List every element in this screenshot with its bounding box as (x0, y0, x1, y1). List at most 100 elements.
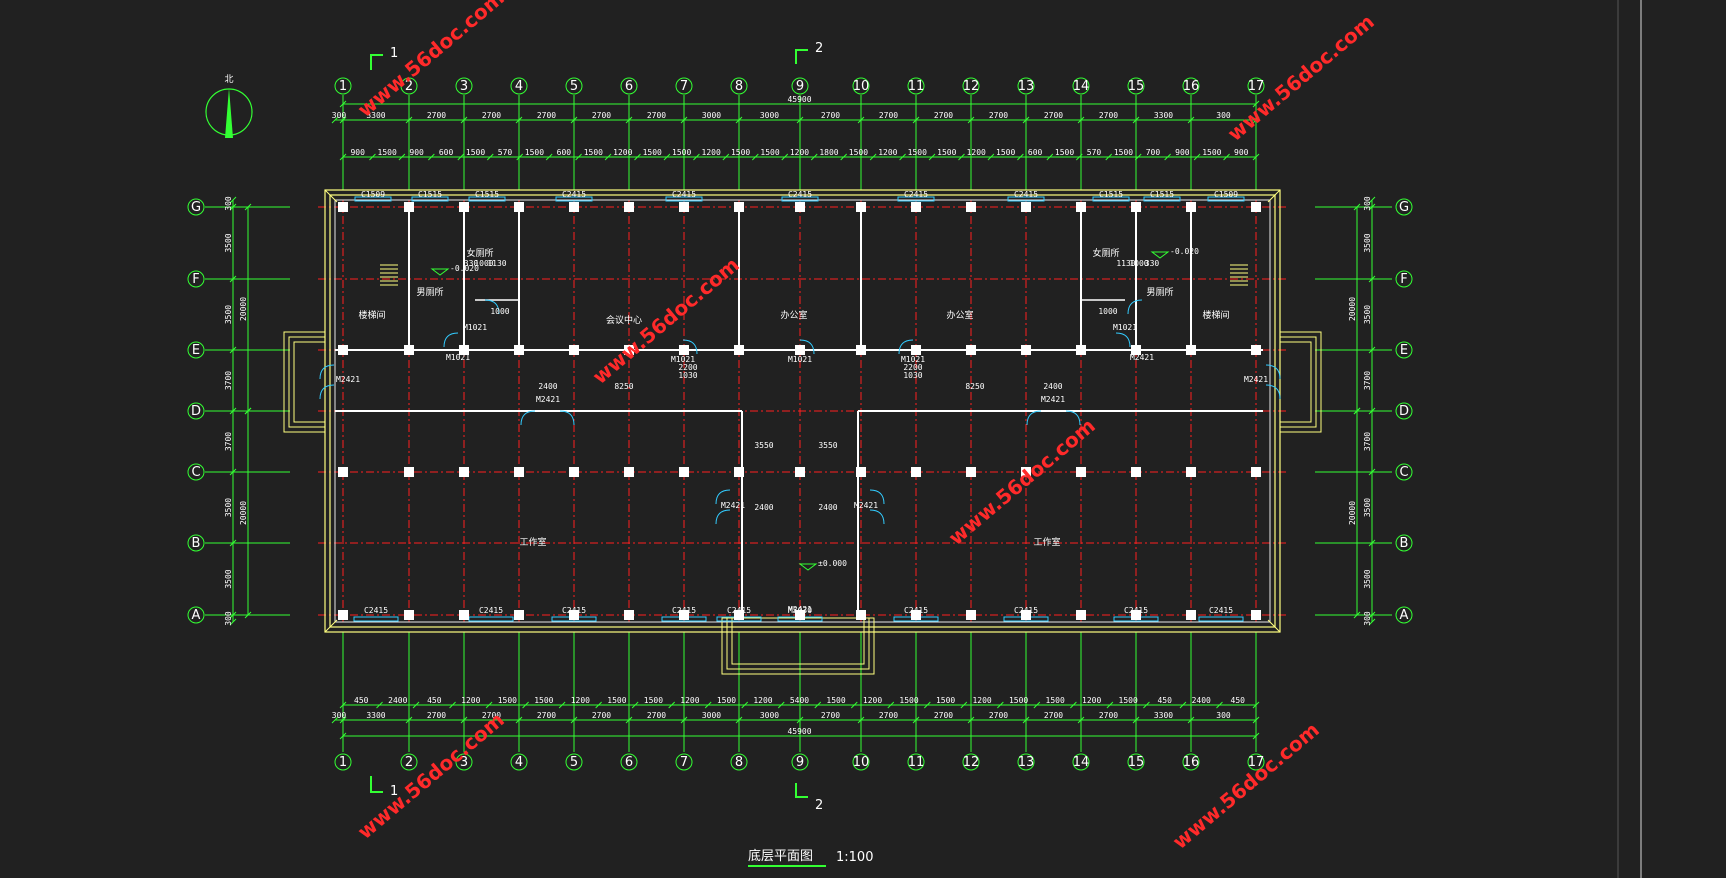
dim-top-bays-text: 2700 (821, 111, 840, 120)
window-label-top: C1515 (418, 190, 442, 199)
dim-bottom-openings-text: 1500 (717, 696, 736, 705)
section-mark-1-top: 1 (390, 46, 398, 61)
dim-bottom-openings-text: 450 (427, 696, 442, 705)
door-swing (443, 332, 459, 348)
window-label-top: C1509 (1214, 190, 1238, 199)
window-label-top: C1509 (361, 190, 385, 199)
side-entrance-steps (293, 341, 326, 423)
dim-bottom-openings-text: 1500 (826, 696, 845, 705)
grid-bubble-row (1395, 402, 1413, 420)
grid-label-column: 14 (1073, 755, 1090, 770)
dim-bottom-bays-text: 3000 (702, 711, 721, 720)
door-swing (869, 509, 885, 525)
drawing-scale: 1:100 (836, 850, 873, 865)
inner-dimension: 1130 (487, 259, 506, 268)
window-label-bottom: C2415 (562, 606, 586, 615)
inner-dimension: 1030 (903, 371, 922, 380)
dim-top-openings-text: 1500 (760, 148, 779, 157)
window-top (1007, 196, 1045, 202)
inner-dimension: 1000 (1129, 259, 1148, 268)
dim-top-bays-text: 2700 (1044, 111, 1063, 120)
elevation-mark-icon (430, 268, 450, 276)
window-top (354, 196, 392, 202)
grid-label-column: 8 (735, 755, 743, 770)
window-label-bottom: C2415 (904, 606, 928, 615)
grid-bubble-column (565, 753, 583, 771)
window-label-top: C1515 (475, 190, 499, 199)
grid-label-column: 4 (515, 755, 523, 770)
dim-bottom-openings-text: 1200 (972, 696, 991, 705)
structural-column (734, 345, 744, 355)
exterior-wall (329, 194, 1276, 628)
grid-bubble-column (1182, 77, 1200, 95)
structural-column (856, 467, 866, 477)
door-swing (799, 339, 815, 355)
grid-label-row: B (1400, 536, 1409, 551)
structural-column (459, 610, 469, 620)
window-label-bottom: M5030 (788, 606, 812, 615)
grid-label-column: 15 (1128, 755, 1145, 770)
window-top (555, 196, 593, 202)
structural-column (734, 610, 744, 620)
structural-column (1186, 202, 1196, 212)
grid-label-column: 11 (908, 755, 925, 770)
grid-label-column: 17 (1248, 79, 1265, 94)
grid-label-row: G (1399, 200, 1409, 215)
window-top (665, 196, 703, 202)
dim-top-openings-text: 1200 (613, 148, 632, 157)
structural-column (734, 467, 744, 477)
window-top (411, 196, 449, 202)
structural-column (911, 345, 921, 355)
grid-label-column: 12 (963, 79, 980, 94)
structural-column (338, 202, 348, 212)
dim-left-text: 3500 (224, 305, 233, 324)
structural-column (404, 467, 414, 477)
door-label: M2421 (854, 501, 878, 510)
dim-left-text: 3700 (224, 371, 233, 390)
grid-bubble-column (1182, 753, 1200, 771)
grid-label-column: 3 (460, 755, 468, 770)
grid-label-row: D (191, 404, 201, 419)
structural-column (911, 467, 921, 477)
grid-bubble-row (187, 463, 205, 481)
grid-label-column: 14 (1073, 79, 1090, 94)
door-swing (1265, 364, 1281, 380)
room-label: 工作室 (519, 536, 546, 548)
dim-bottom-total-text: 45900 (787, 727, 811, 736)
window-top (1092, 196, 1130, 202)
structural-column (1021, 345, 1031, 355)
door-swing (715, 489, 731, 505)
dim-bottom-bays-text: 2700 (427, 711, 446, 720)
dim-bottom-openings-text: 1500 (1009, 696, 1028, 705)
dim-bottom-openings-text: 1200 (1082, 696, 1101, 705)
dim-left-text: 3500 (224, 233, 233, 252)
grid-bubble-column (510, 753, 528, 771)
grid-bubble-column (455, 753, 473, 771)
structural-column (514, 467, 524, 477)
door-swing (898, 339, 914, 355)
dim-bottom-bays-text: 300 (1216, 711, 1231, 720)
dim-top-bays-text: 2700 (989, 111, 1008, 120)
grid-label-row: F (192, 272, 199, 287)
structural-column (514, 202, 524, 212)
dim-left-total-text: 20000 (239, 297, 248, 321)
dim-right-total-text: 20000 (1348, 297, 1357, 321)
dim-top-openings-text: 700 (1146, 148, 1161, 157)
door-swing (1115, 332, 1131, 348)
room-label: 楼梯间 (358, 309, 385, 321)
dim-bottom-openings-text: 1200 (571, 696, 590, 705)
inner-dimension: 3550 (818, 441, 837, 450)
door-label: M2421 (1244, 375, 1268, 384)
structural-column (459, 345, 469, 355)
dim-top-openings-text: 1500 (525, 148, 544, 157)
grid-label-column: 4 (515, 79, 523, 94)
window-top (897, 196, 935, 202)
grid-label-row: A (1400, 608, 1409, 623)
dim-bottom-bays-text: 3300 (366, 711, 385, 720)
window-bottom (1198, 616, 1244, 622)
structural-column (966, 345, 976, 355)
window-top (781, 196, 819, 202)
dim-bottom-openings-text: 1200 (461, 696, 480, 705)
structural-column (338, 610, 348, 620)
door-swing (1065, 410, 1081, 426)
